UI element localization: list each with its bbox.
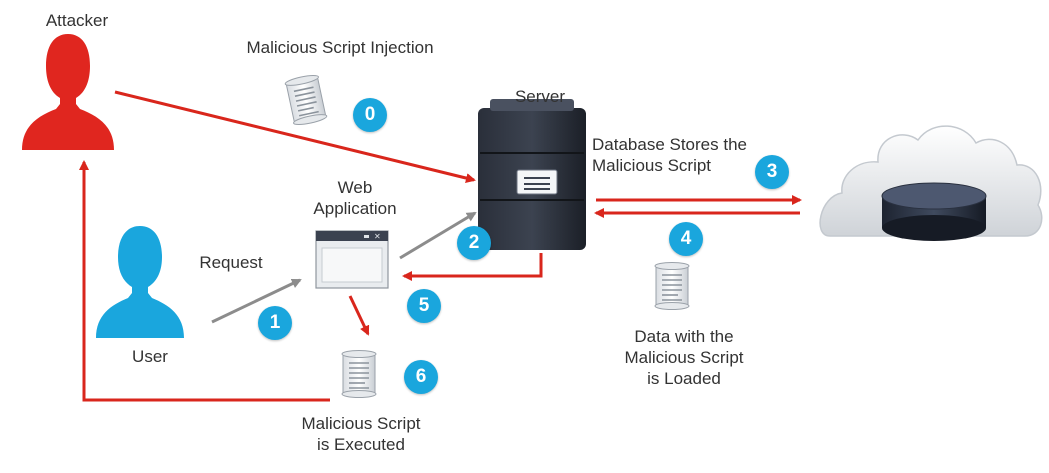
cloud-database-icon bbox=[819, 125, 1043, 241]
step-badge-2: 2 bbox=[457, 226, 491, 260]
script-scroll-icon bbox=[654, 261, 690, 311]
arrow-request bbox=[211, 278, 302, 324]
attacker-label: Attacker bbox=[45, 11, 109, 30]
user-label: User bbox=[132, 347, 168, 366]
database-stores-label: Database Stores the Malicious Script bbox=[592, 135, 747, 175]
step-badge-5: 5 bbox=[407, 289, 441, 323]
data-loaded-label: Data with the Malicious Script is Loaded bbox=[624, 327, 744, 388]
step-badge-3: 3 bbox=[755, 155, 789, 189]
web-application-label: Web Application bbox=[313, 178, 397, 218]
arrow-exfiltrate bbox=[79, 160, 330, 402]
step-badge-0: 0 bbox=[353, 98, 387, 132]
server-icon bbox=[478, 99, 586, 250]
attacker-person-icon bbox=[22, 34, 114, 150]
script-scroll-icon bbox=[341, 349, 377, 399]
svg-text:✕: ✕ bbox=[374, 232, 381, 241]
arrow-app-to-server bbox=[399, 211, 477, 260]
script-scroll-icon bbox=[283, 72, 329, 128]
request-label: Request bbox=[199, 253, 263, 272]
step-badge-6: 6 bbox=[404, 360, 438, 394]
arrow-response bbox=[402, 253, 543, 281]
user-person-icon bbox=[96, 226, 184, 338]
arrow-execute bbox=[348, 295, 370, 336]
web-application-window-icon: ✕ bbox=[315, 230, 389, 289]
injection-label: Malicious Script Injection bbox=[246, 38, 434, 57]
step-badge-1: 1 bbox=[258, 306, 292, 340]
step-badge-4: 4 bbox=[669, 222, 703, 256]
server-label: Server bbox=[514, 87, 566, 106]
arrow-injection bbox=[114, 90, 476, 183]
executed-label: Malicious Script is Executed bbox=[301, 414, 421, 454]
